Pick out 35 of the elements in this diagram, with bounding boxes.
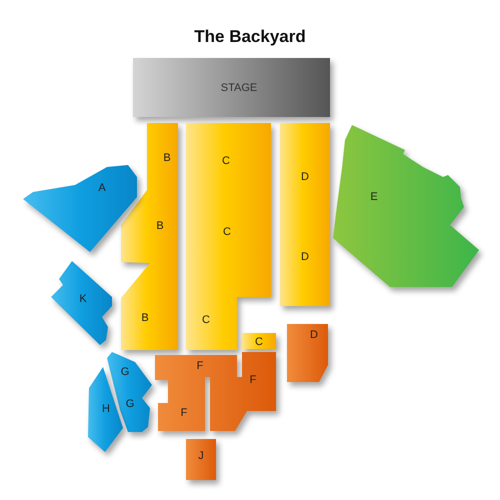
stage-label: STAGE: [220, 82, 258, 94]
section-label: B: [141, 312, 149, 324]
seating-section: [88, 367, 123, 452]
section-label: F: [250, 374, 256, 386]
stage-block: [133, 58, 330, 117]
section-label: C: [255, 336, 263, 348]
section-label: C: [222, 155, 230, 167]
section-label: D: [310, 329, 318, 341]
section-label: D: [301, 251, 309, 263]
seating-section: [242, 333, 276, 349]
section-label: E: [370, 191, 378, 203]
seating-section: [155, 352, 276, 431]
section-label: A: [98, 182, 106, 194]
seating-section: [186, 439, 216, 480]
section-label: J: [198, 450, 204, 462]
seating-section: [121, 123, 178, 350]
seating-section: [107, 352, 152, 432]
title: The Backyard: [193, 27, 307, 47]
seating-section: [51, 261, 112, 345]
section-label: F: [196, 360, 204, 372]
seating-section: [333, 125, 479, 287]
section-label: C: [223, 226, 231, 238]
section-label: B: [156, 220, 164, 232]
seating-section: [287, 324, 328, 382]
section-label: D: [301, 171, 309, 183]
section-label: C: [202, 314, 210, 326]
section-label: G: [120, 366, 130, 378]
seating-section: [186, 123, 271, 350]
seating-section: [280, 123, 330, 306]
section-label: B: [163, 152, 171, 164]
section-label: G: [126, 398, 134, 410]
section-label: F: [180, 407, 188, 419]
section-label: H: [102, 403, 110, 415]
section-label: K: [79, 293, 87, 305]
seating-section: [23, 165, 137, 252]
